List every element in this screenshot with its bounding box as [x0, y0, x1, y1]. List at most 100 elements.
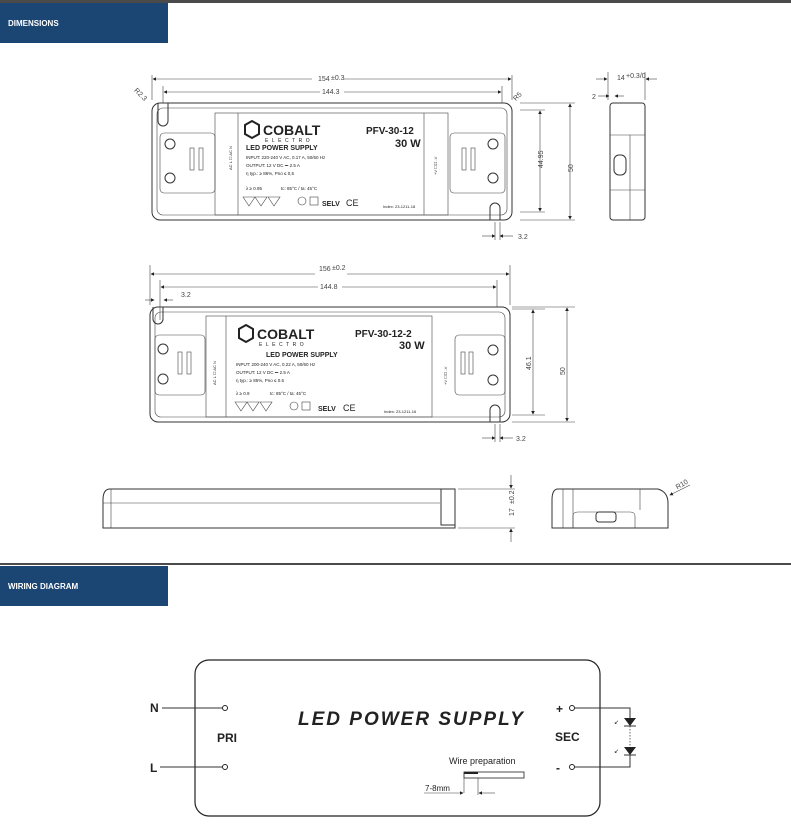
drawing-text: + [556, 702, 563, 716]
drawing-line [222, 764, 228, 770]
wiring-diagram: N L PRI LED POWER SUPPLY + - SEC ↙↙ Wire… [150, 659, 636, 817]
drawing-text: R2.3 [132, 87, 147, 102]
screw-icon [157, 343, 169, 355]
screw-icon [164, 138, 176, 150]
label-area [205, 315, 433, 418]
drawing-text: Index: 23-1211-18 [383, 204, 416, 209]
certification-icons [234, 401, 273, 412]
screw-icon [157, 373, 169, 385]
drawing-text: R10 [675, 479, 690, 492]
drawing-line [669, 484, 691, 496]
drawing-text: 30 W [399, 340, 425, 352]
drawing-text: AC L ☐ AC N [228, 146, 233, 170]
led-icon [624, 747, 636, 755]
drawing-text: OUTPUT: 12 V DC ⎓ 2.5 A [236, 370, 290, 375]
drawing-line [569, 764, 575, 770]
drawing-text: ELECTRO [265, 138, 313, 144]
label-l: L [150, 761, 157, 775]
connector-icon [595, 511, 617, 523]
psu-box [194, 659, 601, 817]
section-header-dimensions: DIMENSIONS [0, 3, 168, 43]
drawing-text: 154 [318, 76, 330, 83]
drawing-line [318, 282, 342, 291]
drawing-line [572, 511, 636, 528]
housing-outline [151, 102, 513, 221]
drawing-text: LED POWER SUPPLY [266, 352, 338, 359]
end-side-view [551, 488, 669, 529]
drawing-line: ↙ [614, 720, 619, 726]
drawing-line [460, 351, 466, 375]
drawing-line [440, 488, 456, 526]
housing-outline [149, 306, 511, 423]
drawing-text: SELV [322, 201, 340, 208]
drawing-text: Index: 23-1211-16 [384, 409, 417, 414]
drawing-line [198, 147, 204, 171]
label-pri: PRI [217, 731, 237, 745]
drawing-pfv-30-12: AC L ☐ AC N +V ☐☐ -V COBALT ELECTRO LED … [132, 72, 657, 241]
drawing-line [297, 196, 307, 206]
terminal-right [454, 334, 506, 396]
side-views: 17 ±0.2 R10 [102, 475, 691, 542]
side-view [609, 102, 646, 221]
drawing-text: +0.3/0 [626, 73, 646, 80]
drawing-text: tc: 85°C / ta: 45°C [281, 186, 318, 191]
drawing-text: ±0.2 [509, 490, 516, 504]
drawing-text: λ ≥ 0.9 [236, 391, 250, 396]
wire-prep-label: Wire preparation [449, 756, 516, 766]
drawing-line [301, 401, 311, 411]
drawing-text: 17 [509, 508, 516, 516]
drawing-line [309, 196, 319, 206]
drawing-text: COBALT [257, 326, 315, 342]
drawing-line [222, 705, 228, 711]
drawing-line [315, 268, 347, 277]
screw-icon [487, 374, 499, 386]
drawing-line [186, 351, 192, 375]
drawing-text: 156 [319, 266, 331, 273]
drawing-text: η typ.: ≥ 85%, Pno ≤ 0.5 [236, 378, 284, 383]
long-side-view [102, 488, 456, 529]
drawing-text: 50 [568, 164, 575, 172]
drawing-text: - [556, 761, 560, 775]
drawing-text: ELECTRO [259, 342, 307, 348]
drawing-text: 3.2 [181, 292, 191, 299]
section-header-wiring: WIRING DIAGRAM [0, 566, 168, 606]
screw-icon [487, 344, 499, 356]
drawing-text: 50 [560, 367, 567, 375]
drawing-text: R5 [512, 91, 523, 102]
drawing-line [289, 401, 299, 411]
drawing-text: 144.8 [320, 284, 338, 291]
drawing-text: INPUT: 220-240 V AC, 0.17 A, 50/60 Hz [246, 155, 326, 160]
drawing-text: CE [346, 198, 359, 208]
drawing-text: COBALT [263, 122, 321, 138]
drawing-line: ↙ [614, 749, 619, 755]
mount-slot [152, 307, 164, 325]
drawing-text: η typ.: ≥ 86%, Pno ≤ 0,5 [246, 171, 294, 176]
drawing-text: 44.95 [538, 150, 545, 168]
drawing-text: 46.1 [526, 356, 533, 370]
box-title: LED POWER SUPPLY [298, 709, 525, 730]
drawing-line [464, 772, 478, 774]
drawing-line [177, 351, 183, 375]
drawing-line [312, 74, 344, 83]
screw-icon [164, 172, 176, 184]
mount-slot [157, 103, 169, 127]
drawing-text: λ ≥ 0.95 [246, 186, 262, 191]
screw-icon [487, 172, 499, 184]
led-icon [624, 718, 636, 726]
drawing-line [575, 707, 631, 768]
drawing-text: +V ☐☐ -V [443, 366, 448, 385]
drawing-text: LED POWER SUPPLY [246, 145, 318, 152]
cobalt-logo-icon [244, 119, 260, 140]
label-area [214, 112, 449, 216]
cobalt-logo-icon [238, 323, 254, 344]
drawing-line [154, 311, 506, 418]
drawing-line [613, 154, 627, 176]
drawing-text: 2 [592, 94, 596, 101]
drawing-text: ±0.2 [332, 265, 346, 272]
drawing-text: +V ☐☐ -V [433, 156, 438, 175]
label-sec: SEC [555, 730, 580, 744]
drawing-text: AC L ☐ AC N [212, 361, 217, 385]
drawing-text: ±0.3 [331, 75, 345, 82]
certification-icons [242, 196, 281, 207]
